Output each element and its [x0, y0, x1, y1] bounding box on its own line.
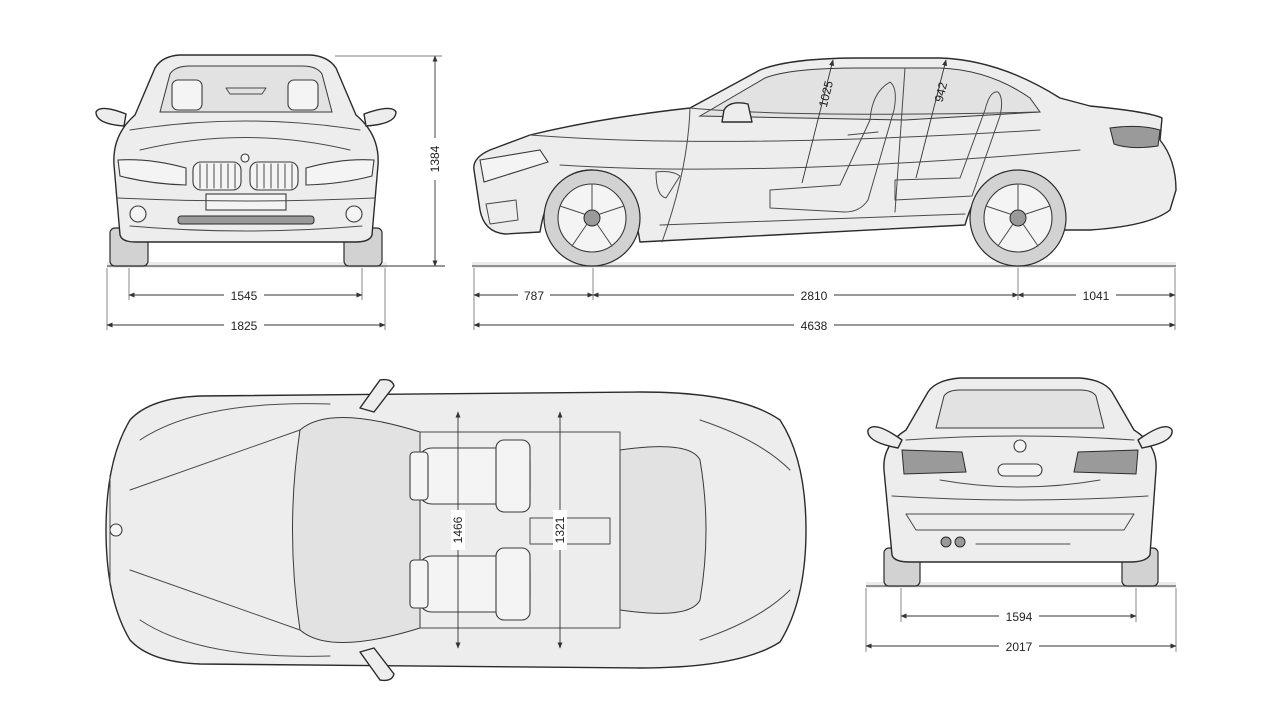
front-width-label: 1825: [231, 319, 258, 333]
front-shoulder-label: 1466: [451, 516, 465, 543]
rear-headroom-label: 942: [932, 80, 951, 103]
length-label: 4638: [801, 319, 828, 333]
front-headroom-label: 1025: [816, 79, 836, 109]
rear-track-label: 1594: [1006, 610, 1033, 624]
side-view: [472, 57, 1177, 268]
rear-overhang-label: 1041: [1083, 289, 1110, 303]
front-track-label: 1545: [231, 289, 258, 303]
width-with-mirrors-label: 2017: [1006, 640, 1033, 654]
front-overhang-label: 787: [524, 289, 544, 303]
height-label: 1384: [428, 145, 442, 172]
rear-shoulder-label: 1321: [553, 516, 567, 543]
dimension-labels: 1545 1825 1384 787 2810 1041 4638 1025 9…: [224, 79, 1116, 654]
front-view: [95, 54, 445, 268]
rear-view: [866, 377, 1176, 588]
wheelbase-label: 2810: [801, 289, 828, 303]
